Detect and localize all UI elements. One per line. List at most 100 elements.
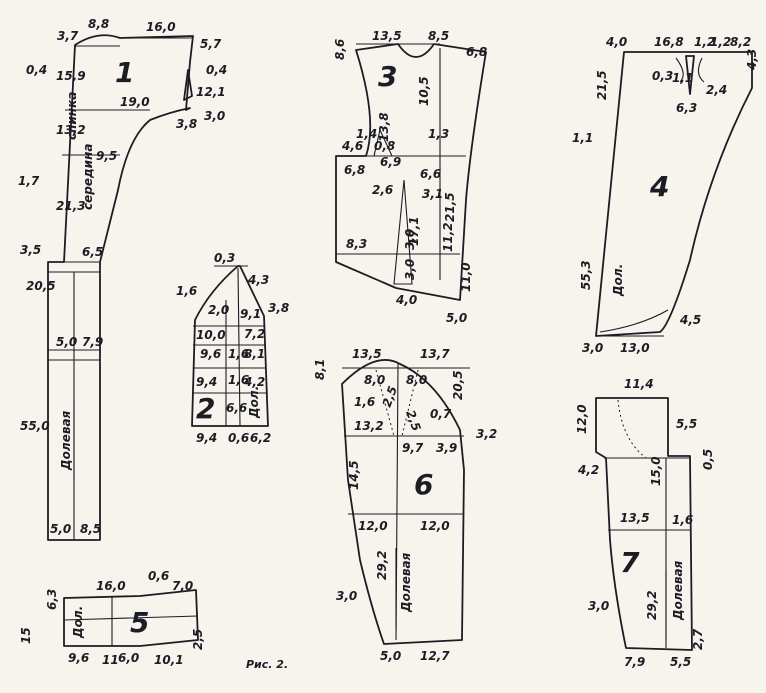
measurement-label: 5,5 (676, 417, 697, 431)
measurement-label: 1,2 (694, 35, 715, 49)
piece-4-line (697, 57, 705, 83)
pattern-piece-5: 5 16,0 0,6 7,0 6,3 15 9,6 11 6,0 10,1 2,… (19, 569, 205, 667)
measurement-label: 12,0 (420, 519, 450, 533)
measurement-label: 6,0 (118, 651, 139, 665)
piece-4-line (599, 309, 669, 333)
measurement-label: 4,5 (679, 313, 701, 327)
measurement-label: 0,4 (26, 63, 47, 77)
piece-1-label-back: спинка (65, 92, 79, 140)
measurement-label: 10,1 (154, 653, 184, 667)
measurement-label: 6,8 (344, 163, 365, 177)
piece-1-dart (183, 69, 193, 101)
measurement-label: 16,8 (654, 35, 684, 49)
piece-6-line (401, 369, 419, 437)
measurement-label: 16,0 (96, 579, 126, 593)
measurement-label: 6,9 (380, 155, 401, 169)
measurement-label: 8,5 (80, 522, 101, 536)
measurement-label: 12,7 (420, 649, 450, 663)
measurement-label: 9,1 (240, 307, 261, 321)
measurement-label: 3,8 (268, 301, 289, 315)
measurement-label: 17,1 (407, 216, 421, 246)
piece-1-number: 1 (115, 56, 134, 89)
piece-4-number: 4 (649, 170, 669, 203)
measurement-label: 3,7 (57, 29, 79, 43)
measurement-label: 1,6 (228, 373, 249, 387)
measurement-label: 3,0 (403, 229, 417, 250)
measurement-label: 5,0 (50, 522, 71, 536)
measurement-label: 6,6 (420, 167, 441, 181)
figure-caption: Рис. 2. (246, 658, 288, 671)
measurement-label: 3,2 (476, 427, 497, 441)
measurement-label: 7,2 (244, 327, 265, 341)
measurement-label: 20,5 (26, 279, 56, 293)
measurement-label: 5,0 (56, 335, 77, 349)
piece-6-outline (341, 359, 465, 645)
measurement-label: 4,0 (395, 293, 417, 307)
grainline-label: Долевая (59, 410, 73, 471)
measurement-label: 12,0 (358, 519, 388, 533)
measurement-label: 19,0 (120, 95, 150, 109)
measurement-label: 1,1 (572, 131, 593, 145)
measurement-label: 6,3 (45, 589, 59, 610)
measurement-label: 2,7 (691, 628, 705, 650)
measurement-label: 21,3 (56, 199, 86, 213)
measurement-label: 15,9 (56, 69, 86, 83)
measurement-label: 5,5 (670, 655, 691, 669)
piece-6-number: 6 (414, 468, 433, 501)
measurement-label: 20,5 (451, 370, 465, 400)
measurement-label: 2,5 (403, 408, 423, 433)
pattern-piece-1: 1 8,8 16,0 3,7 5,7 0,4 0,4 15,9 12,1 19,… (18, 17, 227, 541)
measurement-label: 0,6 (228, 431, 249, 445)
grainline-label: Дол. (611, 264, 625, 297)
measurement-label: 12,0 (575, 404, 589, 434)
measurement-label: 13,8 (377, 112, 391, 142)
piece-2-outline (191, 265, 269, 427)
measurement-label: 9,4 (196, 375, 217, 389)
piece-1-label-middle: середина (81, 144, 95, 210)
measurement-label: 8,1 (313, 359, 327, 380)
measurement-label: 11,2 (441, 222, 455, 252)
measurement-label: 1,4 (356, 127, 377, 141)
measurement-label: 6,8 (466, 45, 487, 59)
measurement-label: 9,4 (196, 431, 217, 445)
measurement-label: 21,5 (595, 70, 609, 100)
piece-7-outline (595, 397, 693, 651)
measurement-label: 4,2 (577, 463, 599, 477)
measurement-label: 16,0 (146, 20, 176, 34)
piece-5-outline (63, 589, 199, 647)
measurement-label: 4,6 (341, 139, 363, 153)
measurement-label: 9,5 (96, 149, 117, 163)
measurement-label: 0,8 (374, 139, 395, 153)
measurement-label: 8,5 (428, 29, 449, 43)
measurement-label: 2,6 (372, 183, 393, 197)
measurement-label: 0,6 (148, 569, 169, 583)
measurement-label: 1,7 (18, 174, 40, 188)
measurement-label: 1,6 (228, 347, 249, 361)
measurement-label: 1,3 (428, 127, 449, 141)
measurement-label: 3,0 (336, 589, 357, 603)
measurement-label: 15,0 (649, 456, 663, 486)
measurement-label: 0,7 (430, 407, 452, 421)
measurement-label: 13,2 (56, 123, 86, 137)
measurement-label: 0,5 (701, 449, 715, 470)
piece-4-outline (595, 51, 753, 337)
measurement-label: 10,0 (196, 328, 226, 342)
pattern-piece-7: 7 11,4 12,0 5,5 4,2 15,0 0,5 13,5 1,6 29… (575, 377, 715, 669)
piece-7-line (617, 399, 647, 459)
piece-2-number: 2 (196, 392, 215, 425)
measurement-label: 15 (19, 627, 33, 644)
measurement-label: 7,9 (624, 655, 645, 669)
measurement-label: 2,4 (706, 83, 727, 97)
grainline-label: Долевая (671, 560, 685, 621)
grainline-label: Дол. (247, 386, 261, 419)
measurement-label: 8,6 (333, 39, 347, 60)
measurement-label: 13,5 (620, 511, 650, 525)
measurement-label: 3,0 (582, 341, 603, 355)
measurement-label: 6,5 (82, 245, 103, 259)
measurement-label: 5,0 (446, 311, 467, 325)
measurement-label: 4,2 (243, 375, 265, 389)
measurement-label: 1,1 (672, 71, 693, 85)
measurement-label: 2,5 (191, 629, 205, 650)
measurement-label: 3,5 (20, 243, 41, 257)
